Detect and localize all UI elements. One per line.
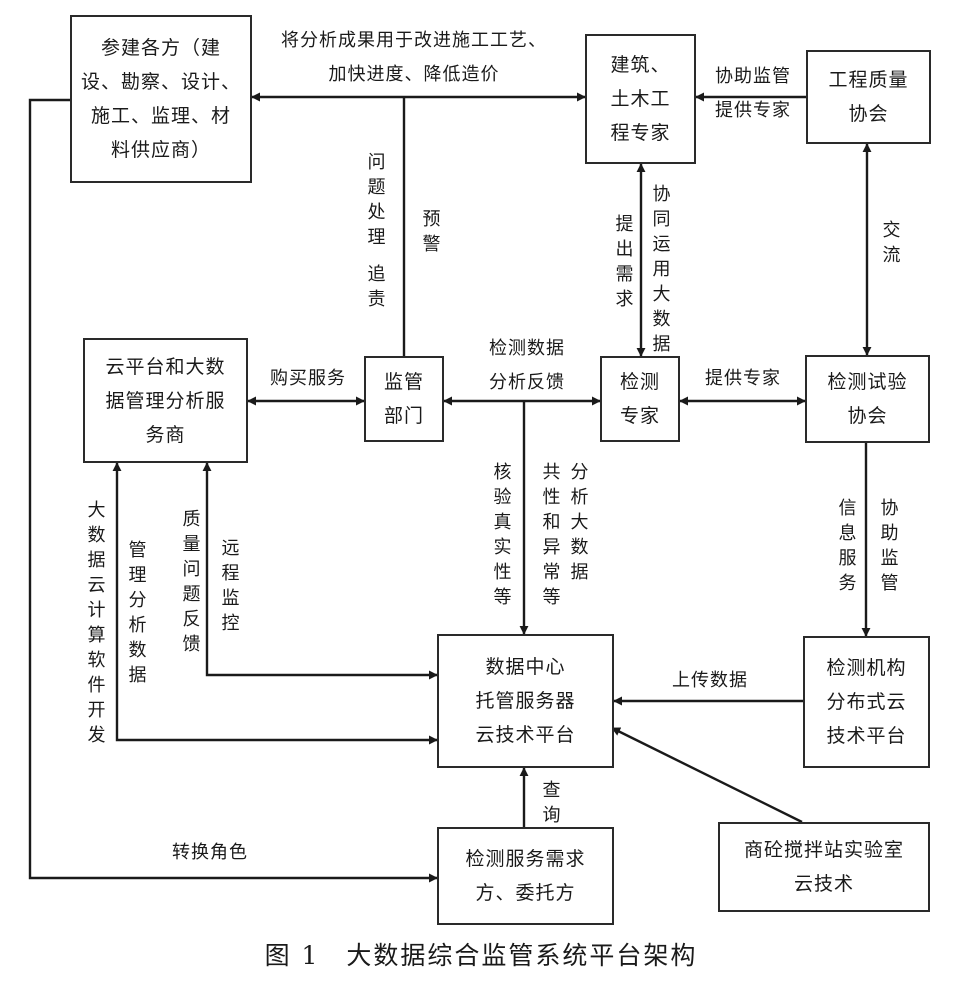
lab-cloud-text: 检测机构 分布式云 技术平台 xyxy=(826,657,907,747)
label-common-abnormal: 共性和异常等 xyxy=(542,462,562,608)
label-bigdata-dev: 大数据云计算软件开发 xyxy=(87,500,107,746)
test-experts-text: 检测 专家 xyxy=(619,371,660,427)
label-switch-role: 转换角色 xyxy=(172,842,248,863)
label-analyze-bigdata: 分析大数据 xyxy=(570,462,590,583)
label-raise-demand: 提出需求 xyxy=(615,214,635,310)
arrow-vendor-datacenter-inner xyxy=(202,462,438,680)
label-warning: 预警 xyxy=(422,209,442,255)
label-accountability: 追责 xyxy=(367,264,387,310)
label-info-service: 信息服务 xyxy=(838,498,858,594)
testing-assoc-text: 检测试验 协会 xyxy=(827,371,908,427)
label-buy-service: 购买服务 xyxy=(270,368,346,389)
label-exchange: 交流 xyxy=(882,220,902,266)
participants-text: 参建各方（建 设、勘察、设计、 施工、监理、材 料供应商） xyxy=(80,37,241,161)
clients-box: 检测服务需求 方、委托方 xyxy=(437,827,614,925)
arrow-switch-role xyxy=(28,98,438,883)
label-co-bigdata: 协同运用大数据 xyxy=(652,184,672,355)
data-center-text: 数据中心 托管服务器 云技术平台 xyxy=(475,656,576,746)
quality-assoc-text: 工程质量 协会 xyxy=(828,69,909,125)
label-assist-supervise-2: 协助监管 xyxy=(880,498,900,594)
arrow-concrete-datacenter xyxy=(611,726,803,824)
label-feedback: 检测数据 分析反馈 xyxy=(489,338,565,393)
arrow-vendor-datacenter-outer xyxy=(112,462,438,745)
label-quality-feedback: 质量问题反馈 xyxy=(182,509,202,655)
participants-box: 参建各方（建 设、勘察、设计、 施工、监理、材 料供应商） xyxy=(70,15,252,183)
lab-cloud-box: 检测机构 分布式云 技术平台 xyxy=(803,636,930,768)
label-provide-experts: 提供专家 xyxy=(705,368,781,389)
label-assist-supervise: 协助监管 提供专家 xyxy=(715,66,791,121)
cloud-vendor-text: 云平台和大数 据管理分析服 务商 xyxy=(105,355,226,446)
cloud-vendor-box: 云平台和大数 据管理分析服 务商 xyxy=(83,338,248,463)
test-experts-box: 检测 专家 xyxy=(600,356,680,442)
label-manage-data: 管理分析数据 xyxy=(128,540,148,686)
label-apply-results: 将分析成果用于改进施工工艺、 加快进度、降低造价 xyxy=(281,30,547,85)
civil-experts-text: 建筑、 土木工 程专家 xyxy=(610,54,671,144)
testing-assoc-box: 检测试验 协会 xyxy=(805,355,930,443)
concrete-lab-box: 商砼搅拌站实验室 云技术 xyxy=(718,822,930,912)
label-query: 查询 xyxy=(542,780,562,826)
label-remote-monitor: 远程监控 xyxy=(221,538,241,634)
label-verify: 核验真实性等 xyxy=(493,462,513,608)
label-upload: 上传数据 xyxy=(672,670,748,691)
label-issue-handling: 问题处理 xyxy=(367,152,387,248)
quality-assoc-box: 工程质量 协会 xyxy=(806,50,931,144)
concrete-lab-text: 商砼搅拌站实验室 云技术 xyxy=(743,839,904,895)
regulator-box: 监管 部门 xyxy=(364,356,444,442)
civil-experts-box: 建筑、 土木工 程专家 xyxy=(585,34,696,164)
figure-caption: 图 1 大数据综合监管系统平台架构 xyxy=(264,941,698,970)
data-center-box: 数据中心 托管服务器 云技术平台 xyxy=(437,634,614,768)
regulator-text: 监管 部门 xyxy=(383,371,424,427)
clients-text: 检测服务需求 方、委托方 xyxy=(465,848,586,904)
